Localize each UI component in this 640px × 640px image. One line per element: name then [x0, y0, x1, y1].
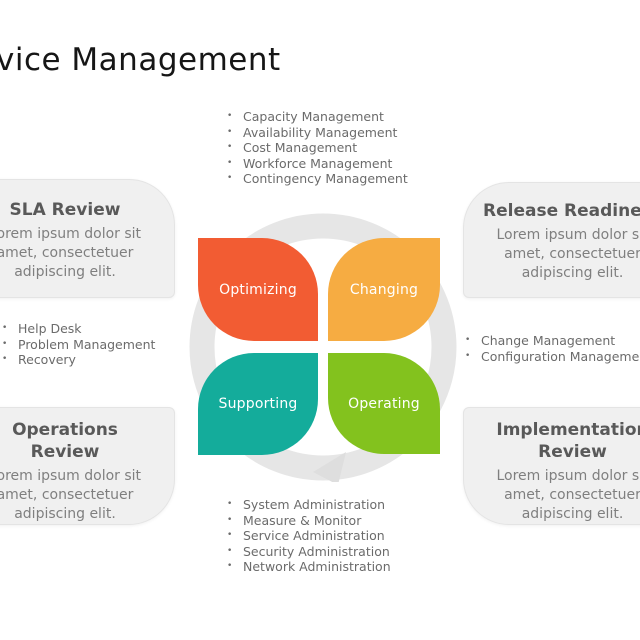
- petal-label: Optimizing: [219, 281, 297, 298]
- box-heading: Operations Review: [12, 420, 118, 462]
- list-item: Recovery: [1, 352, 155, 368]
- slide-title: vice Management: [0, 42, 281, 78]
- box-body: Lorem ipsum dolor sit amet, consectetuer…: [496, 468, 640, 522]
- bullet-list-left: Help DeskProblem ManagementRecovery: [1, 321, 155, 368]
- petal-supporting: Supporting: [198, 353, 318, 455]
- bullet-list-right: Change ManagementConfiguration Managemen…: [464, 333, 640, 364]
- petal-label: Changing: [349, 281, 419, 298]
- bullet-list-top: Capacity ManagementAvailability Manageme…: [226, 109, 408, 187]
- list-item: Cost Management: [226, 140, 408, 156]
- circular-arrow-icon: [189, 213, 457, 482]
- box-body: Lorem ipsum dolor sit amet, consectetuer…: [0, 468, 142, 522]
- release-readiness-box: Release Readiness Lorem ipsum dolor sit …: [463, 182, 640, 298]
- list-item: Capacity Management: [226, 109, 408, 125]
- arrowhead-icon: [313, 452, 346, 482]
- list-item: Contingency Management: [226, 171, 408, 187]
- list-item: Change Management: [464, 333, 640, 349]
- box-body: Lorem ipsum dolor sit amet, consectetuer…: [0, 226, 142, 280]
- list-item: Availability Management: [226, 125, 408, 141]
- petal-optimizing: Optimizing: [198, 238, 318, 341]
- petal-label: Operating: [348, 395, 420, 412]
- list-item: Help Desk: [1, 321, 155, 337]
- box-heading: SLA Review: [9, 200, 121, 220]
- list-item: Configuration Management: [464, 349, 640, 365]
- bullet-list-bottom: System AdministrationMeasure & MonitorSe…: [226, 497, 391, 575]
- list-item: Network Administration: [226, 559, 391, 575]
- petal-operating: Operating: [328, 353, 440, 454]
- sla-review-box: SLA Review Lorem ipsum dolor sit amet, c…: [0, 179, 175, 298]
- operations-review-box: Operations Review Lorem ipsum dolor sit …: [0, 407, 175, 525]
- petal-label: Supporting: [218, 396, 298, 412]
- list-item: System Administration: [226, 497, 391, 513]
- list-item: Measure & Monitor: [226, 513, 391, 529]
- box-heading: Release Readiness: [483, 201, 640, 221]
- box-body: Lorem ipsum dolor sit amet, consectetuer…: [496, 227, 640, 281]
- box-heading: Implementation Review: [496, 420, 640, 462]
- list-item: Security Administration: [226, 544, 391, 560]
- list-item: Workforce Management: [226, 156, 408, 172]
- implementation-review-box: Implementation Review Lorem ipsum dolor …: [463, 407, 640, 525]
- petal-changing: Changing: [328, 238, 440, 341]
- list-item: Service Administration: [226, 528, 391, 544]
- list-item: Problem Management: [1, 337, 155, 353]
